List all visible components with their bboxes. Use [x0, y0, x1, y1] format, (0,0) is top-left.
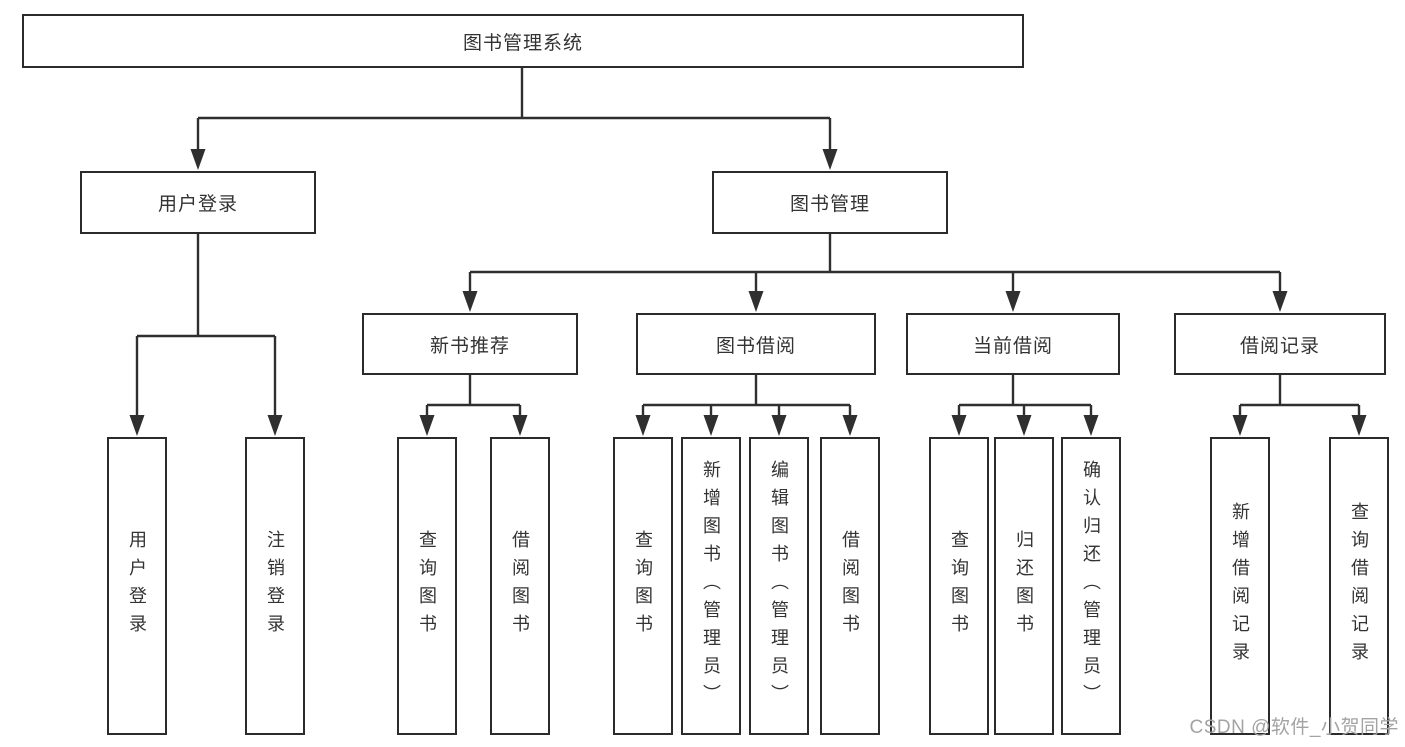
node-book-management: 图书管理	[712, 171, 948, 234]
leaf-logout: 注销登录	[245, 437, 305, 735]
connector-root-to-level2	[196, 68, 832, 152]
leaf-return-book: 归还图书	[994, 437, 1054, 735]
node-user-login: 用户登录	[80, 171, 316, 234]
leaf-borrow-books: 借阅图书	[820, 437, 880, 735]
leaf-add-borrow-record: 新增借阅记录	[1210, 437, 1270, 735]
leaf-query-books-borrow: 查询图书	[613, 437, 673, 735]
watermark: CSDN @软件_小贺同学	[1189, 717, 1399, 738]
connector-newbook-to-leaves	[425, 375, 522, 418]
node-new-book-recommend: 新书推荐	[362, 313, 578, 375]
node-current-borrow: 当前借阅	[906, 313, 1120, 375]
leaf-query-borrow-record: 查询借阅记录	[1329, 437, 1389, 735]
node-borrow-records: 借阅记录	[1174, 313, 1386, 375]
leaf-query-books-recommend: 查询图书	[397, 437, 457, 735]
connector-borrowrecords-to-leaves	[1238, 375, 1361, 418]
node-book-borrow: 图书借阅	[636, 313, 876, 375]
connector-bookmgmt-to-level3	[468, 234, 1282, 294]
node-library-system: 图书管理系统	[22, 14, 1024, 68]
leaf-borrow-books-recommend: 借阅图书	[490, 437, 550, 735]
leaf-confirm-return-admin: 确认归还（管理员）	[1061, 437, 1121, 735]
arrowheads-level2	[190, 149, 838, 170]
arrowheads-level3	[462, 291, 1288, 312]
leaf-add-book-admin: 新增图书（管理员）	[681, 437, 741, 735]
arrowheads-leaves	[419, 415, 1367, 436]
connector-bookborrow-to-leaves	[641, 375, 852, 418]
connector-currentborrow-to-leaves	[957, 375, 1093, 418]
leaf-edit-book-admin: 编辑图书（管理员）	[749, 437, 809, 735]
arrowheads-userlogin-leaves	[129, 415, 283, 436]
leaf-user-login: 用户登录	[107, 437, 167, 735]
connector-userlogin-to-leaves	[135, 234, 277, 418]
leaf-query-books-current: 查询图书	[929, 437, 989, 735]
